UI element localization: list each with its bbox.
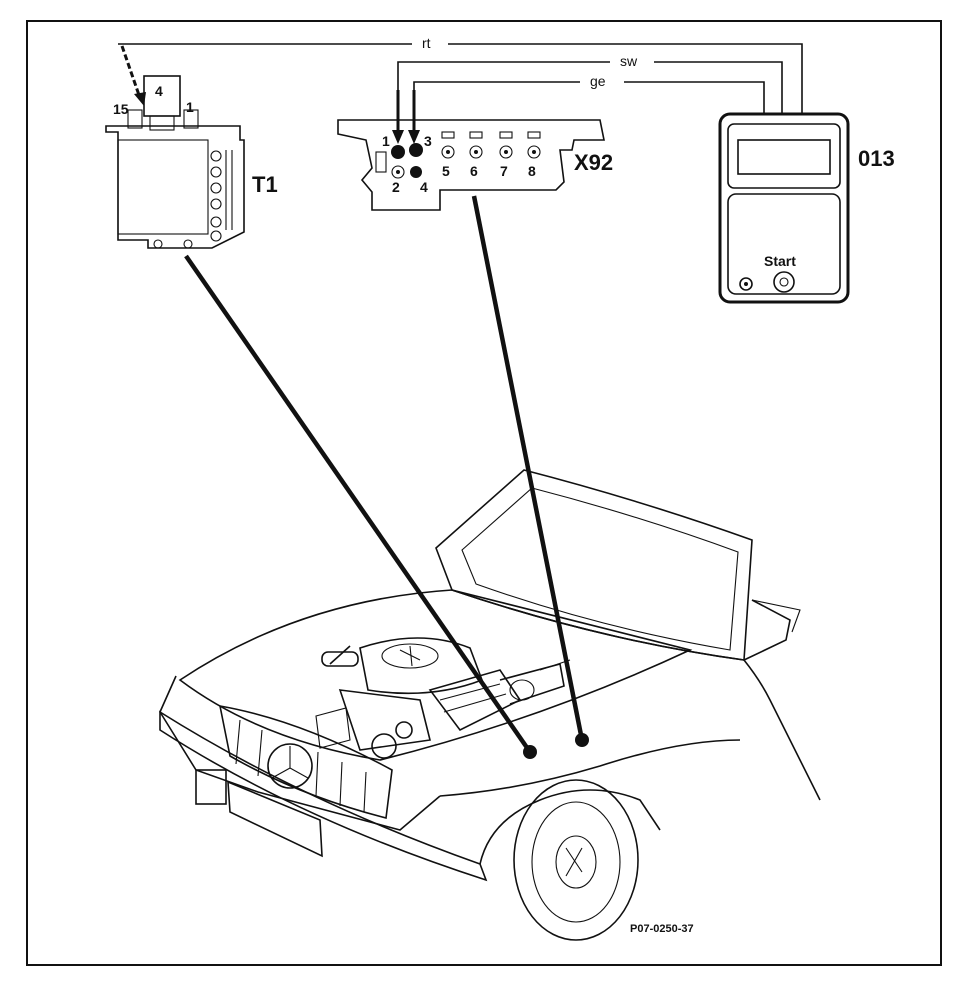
engine-illustration [315, 637, 571, 759]
socket-pins-5-8 [441, 131, 541, 159]
socket-pin-8-label: 8 [528, 163, 536, 179]
car-illustration [159, 469, 821, 941]
wire-rt: rt [118, 34, 803, 114]
wire-sw: sw [397, 52, 783, 140]
coil-label: T1 [252, 172, 278, 197]
probe-arrow-pin3 [408, 90, 420, 144]
tester-013: 013 Start [718, 112, 895, 304]
figure-code: P07-0250-37 [630, 923, 694, 935]
socket-pin-4-label: 4 [420, 179, 428, 195]
wire-label-rt: rt [422, 35, 431, 51]
coil-terminal-1: 1 [186, 99, 194, 115]
probe-arrow-pin1 [392, 90, 404, 144]
ignition-coil-t1: 4 15 1 T1 [105, 75, 278, 249]
tester-start-button [773, 271, 795, 293]
coil-terminal-15: 15 [113, 101, 129, 117]
tester-label: 013 [858, 146, 895, 171]
diagram-frame [26, 20, 942, 966]
coil-location-marker [523, 745, 537, 759]
socket-pin-5-label: 5 [442, 163, 450, 179]
socket-label: X92 [574, 150, 613, 175]
socket-pin-1-label: 1 [382, 133, 390, 149]
socket-location-marker [575, 733, 589, 747]
socket-pin-2-label: 2 [392, 179, 400, 195]
socket-pin-1-contact [391, 145, 405, 159]
socket-pin-7-label: 7 [500, 163, 508, 179]
probe-arrow-coil [120, 45, 146, 106]
socket-pin-4-contact [410, 166, 422, 178]
tester-display [737, 139, 831, 175]
wire-ge: ge [413, 72, 765, 140]
wire-label-sw: sw [620, 53, 638, 69]
leader-lines [184, 195, 589, 759]
wire-label-ge: ge [590, 73, 606, 89]
tester-start-label: Start [764, 253, 796, 269]
socket-pin-3-contact [409, 143, 423, 157]
socket-pin-3-label: 3 [424, 133, 432, 149]
diagnostic-socket-x92: 1 3 2 4 5 6 7 8 X92 [337, 119, 613, 211]
coil-terminal-4: 4 [155, 83, 163, 99]
tester-jack [739, 277, 753, 291]
socket-pin-6-label: 6 [470, 163, 478, 179]
